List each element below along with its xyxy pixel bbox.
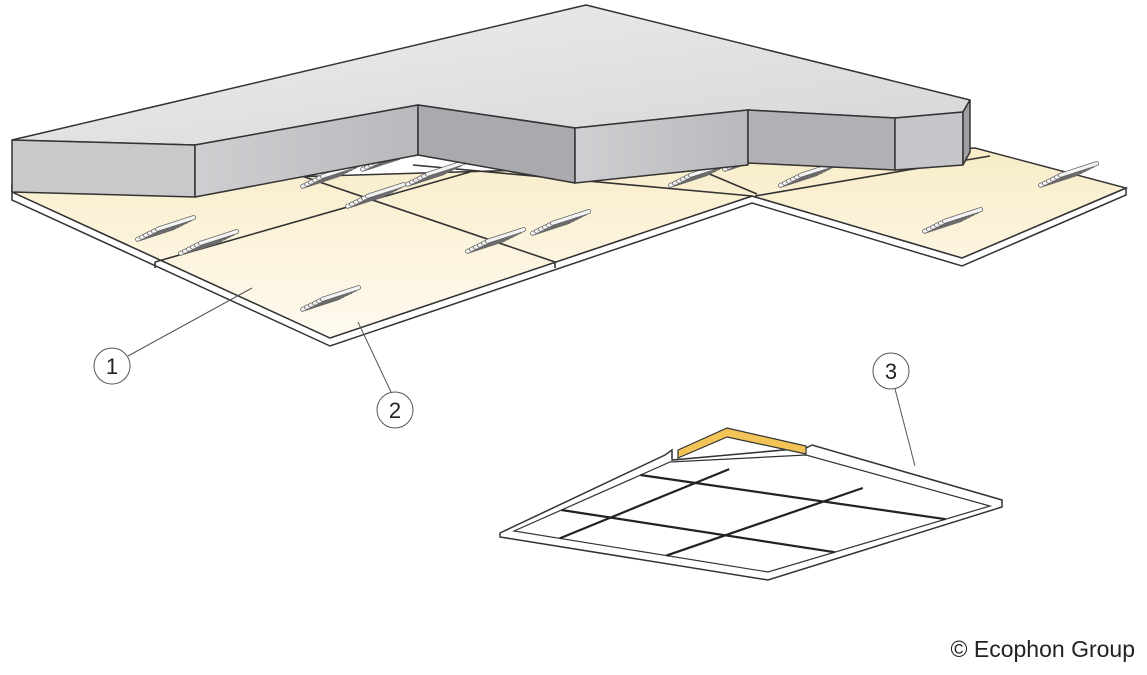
callout-2-label: 2 xyxy=(389,398,401,423)
callout-3: 3 xyxy=(872,352,916,467)
vent-icon xyxy=(1038,161,1100,188)
callout-1-label: 1 xyxy=(106,354,118,379)
grid-system xyxy=(499,427,1003,581)
grid-line xyxy=(640,473,946,521)
slab-face xyxy=(574,109,749,184)
vent-icon xyxy=(345,182,407,209)
vent-icon xyxy=(530,209,592,236)
copyright-text: © Ecophon Group xyxy=(950,636,1135,662)
grid-line xyxy=(561,508,835,554)
grid-frame-inner xyxy=(511,454,993,573)
vent-icon xyxy=(135,215,197,242)
vent-icon xyxy=(922,207,984,234)
vent-icon xyxy=(178,229,240,256)
vent-icon xyxy=(300,285,362,312)
grid-lines xyxy=(559,468,946,557)
callout-3-label: 3 xyxy=(885,359,897,384)
callout-1: 1 xyxy=(93,287,253,385)
slab-face xyxy=(962,99,971,166)
slab-face xyxy=(11,139,196,198)
slab-face xyxy=(747,109,896,171)
slab-face xyxy=(894,111,964,171)
grid-line xyxy=(666,486,864,557)
concrete-slab xyxy=(11,4,971,198)
vent-icon xyxy=(405,160,467,187)
accent-trim xyxy=(677,427,807,459)
vent-icon xyxy=(465,227,527,254)
grid-line xyxy=(559,468,730,540)
callout-2: 2 xyxy=(357,321,414,429)
